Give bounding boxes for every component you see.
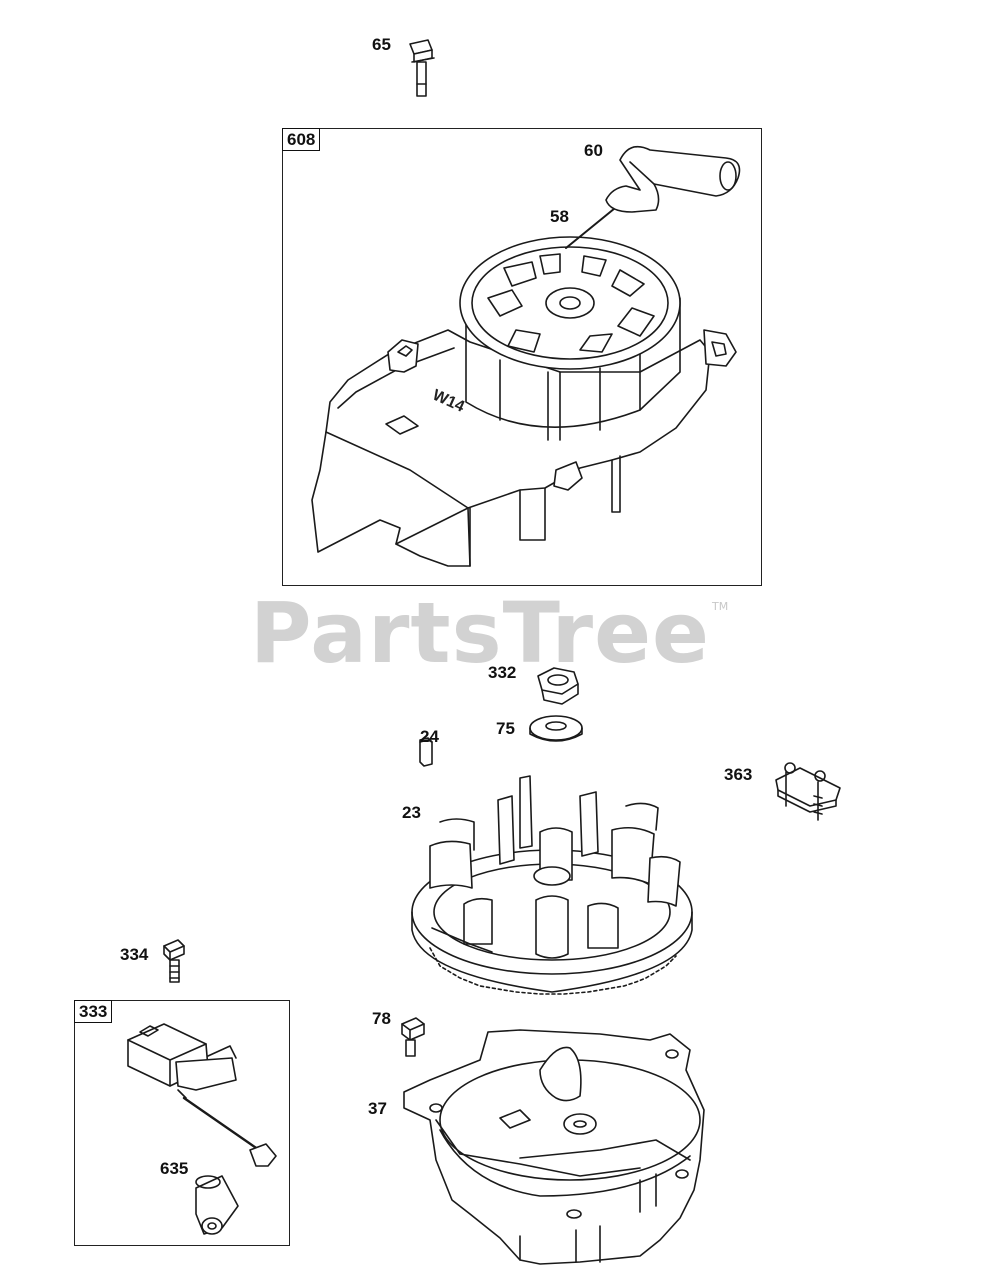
assembly-333-frame <box>74 1000 290 1246</box>
part-332-nut[interactable] <box>538 668 578 704</box>
callout-635[interactable]: 635 <box>160 1159 189 1178</box>
part-65-bolt[interactable] <box>410 40 434 96</box>
callout-37[interactable]: 37 <box>368 1099 387 1118</box>
callout-24[interactable]: 24 <box>420 727 439 746</box>
watermark-trademark: TM <box>712 600 729 613</box>
callout-608[interactable]: 608 <box>282 128 321 151</box>
callout-334[interactable]: 334 <box>120 945 149 964</box>
callout-75[interactable]: 75 <box>496 719 515 738</box>
callout-60[interactable]: 60 <box>584 141 603 160</box>
part-333-ignition-coil[interactable] <box>128 1024 276 1166</box>
part-334-bolt[interactable] <box>164 940 184 982</box>
callout-78[interactable]: 78 <box>372 1009 391 1028</box>
part-78-bolt[interactable] <box>402 1018 424 1056</box>
callout-332[interactable]: 332 <box>488 663 517 682</box>
callout-58[interactable]: 58 <box>550 207 569 226</box>
watermark-logo: PartsTree <box>250 584 711 682</box>
callout-333[interactable]: 333 <box>74 1000 113 1023</box>
part-635-plug-boot[interactable] <box>196 1176 238 1234</box>
callout-363[interactable]: 363 <box>724 765 753 784</box>
part-23-flywheel[interactable] <box>412 776 692 994</box>
assembly-608-frame <box>282 128 762 586</box>
part-608-recoil-starter[interactable]: W14 <box>312 147 740 566</box>
part-37-blower-housing[interactable] <box>404 1030 704 1264</box>
part-75-washer[interactable] <box>530 716 582 741</box>
part-24-key[interactable] <box>420 738 432 766</box>
callout-65[interactable]: 65 <box>372 35 391 54</box>
callout-23[interactable]: 23 <box>402 803 421 822</box>
part-363-bracket[interactable] <box>776 763 840 820</box>
